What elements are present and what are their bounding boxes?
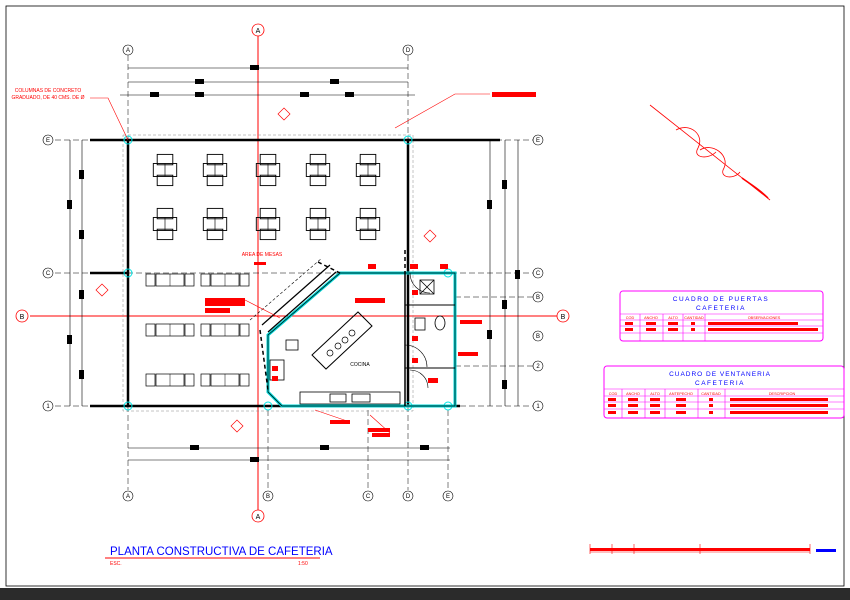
axis-top-a: A bbox=[126, 48, 130, 54]
svg-text:B: B bbox=[20, 314, 25, 321]
kitchen-counters bbox=[269, 339, 401, 405]
window-col-cantidad: CANTIDAD bbox=[701, 392, 721, 396]
window-schedule-table: CUADRO DE VENTANERIA CAFETERIA COD ANCHO… bbox=[603, 365, 845, 419]
sheet-frame bbox=[5, 5, 845, 587]
drawing-title: PLANTA CONSTRUCTIVA DE CAFETERIA bbox=[110, 546, 333, 558]
annotation-blocks bbox=[205, 92, 536, 437]
axis-bottom-b: B bbox=[266, 494, 270, 500]
door-col-observaciones: OBSERVACIONES bbox=[748, 316, 781, 320]
axis-left-1: 1 bbox=[46, 404, 50, 410]
section-marker-a-top: A bbox=[251, 23, 265, 37]
cocina-label: COCINA bbox=[350, 362, 370, 368]
door-table-subtitle: CAFETERIA bbox=[696, 305, 746, 312]
door-schedule-table: CUADRO DE PUERTAS CAFETERIA COD ANCHO AL… bbox=[619, 290, 824, 342]
window-table-title: CUADRO DE VENTANERIA bbox=[669, 371, 771, 378]
door-col-alto: ALTO bbox=[668, 316, 678, 320]
dimension-ticks bbox=[67, 65, 520, 462]
graphic-scale-bar bbox=[589, 544, 836, 554]
section-marker-a-bottom: A bbox=[251, 509, 265, 523]
axis-bottom-d: D bbox=[406, 494, 411, 500]
door-col-cod: COD bbox=[626, 316, 635, 320]
table-sets-lower bbox=[145, 273, 250, 387]
axis-left-e: E bbox=[46, 138, 50, 144]
door-swings bbox=[404, 272, 431, 389]
area-mesas-label: AREA DE MESAS bbox=[242, 252, 283, 258]
kitchen-wall-outline bbox=[267, 272, 456, 407]
section-marker-b-right: B bbox=[556, 309, 570, 323]
dimension-lines bbox=[69, 67, 519, 461]
kitchen-island bbox=[311, 311, 373, 370]
window-table-subtitle: CAFETERIA bbox=[695, 380, 745, 387]
axis-bottom-e: E bbox=[446, 494, 450, 500]
section-marker-b-left: B bbox=[15, 309, 29, 323]
door-col-cantidad: CANTIDAD bbox=[684, 316, 704, 320]
scale-value: 1:50 bbox=[298, 561, 308, 567]
window-col-ancho: ANCHO bbox=[626, 392, 640, 396]
door-table-title: CUADRO DE PUERTAS bbox=[673, 296, 769, 303]
north-arrow-icon bbox=[649, 104, 771, 201]
axis-bottom-c: C bbox=[366, 494, 371, 500]
axis-right-b: B bbox=[536, 334, 540, 340]
leader-lines bbox=[90, 93, 490, 434]
status-band bbox=[0, 588, 850, 600]
window-col-alto: ALTO bbox=[650, 392, 660, 396]
scale-label: ESC. bbox=[110, 561, 122, 567]
door-col-ancho: ANCHO bbox=[644, 316, 658, 320]
columns-note-line2: GRADUADO, DE 40 CMS. DE Ø bbox=[11, 95, 84, 101]
columns-note-line1: COLUMNAS DE CONCRETO bbox=[15, 88, 82, 94]
axis-top-d: D bbox=[406, 48, 411, 54]
svg-text:B: B bbox=[561, 314, 566, 321]
kitchen-wall-dashes bbox=[259, 250, 406, 391]
axis-left-c: C bbox=[46, 271, 51, 277]
window-col-antepecho: ANTEPECHO bbox=[669, 392, 693, 396]
stove-burners bbox=[326, 329, 356, 357]
axis-right-c: C bbox=[536, 271, 541, 277]
axis-right-1: 1 bbox=[536, 404, 540, 410]
window-col-descripcion: DESCRIPCION bbox=[769, 392, 796, 396]
table-sets-upper bbox=[152, 153, 381, 241]
svg-text:A: A bbox=[256, 28, 261, 35]
window-col-cod: COD bbox=[609, 392, 618, 396]
service-counter bbox=[249, 257, 337, 333]
axis-right-2: 2 bbox=[536, 364, 540, 370]
axis-bottom-a: A bbox=[126, 494, 130, 500]
axis-bubbles bbox=[42, 44, 544, 502]
axis-right-b-upper: B bbox=[536, 295, 540, 301]
svg-text:A: A bbox=[256, 514, 261, 521]
level-markers bbox=[95, 107, 437, 433]
axis-right-e: E bbox=[536, 138, 540, 144]
